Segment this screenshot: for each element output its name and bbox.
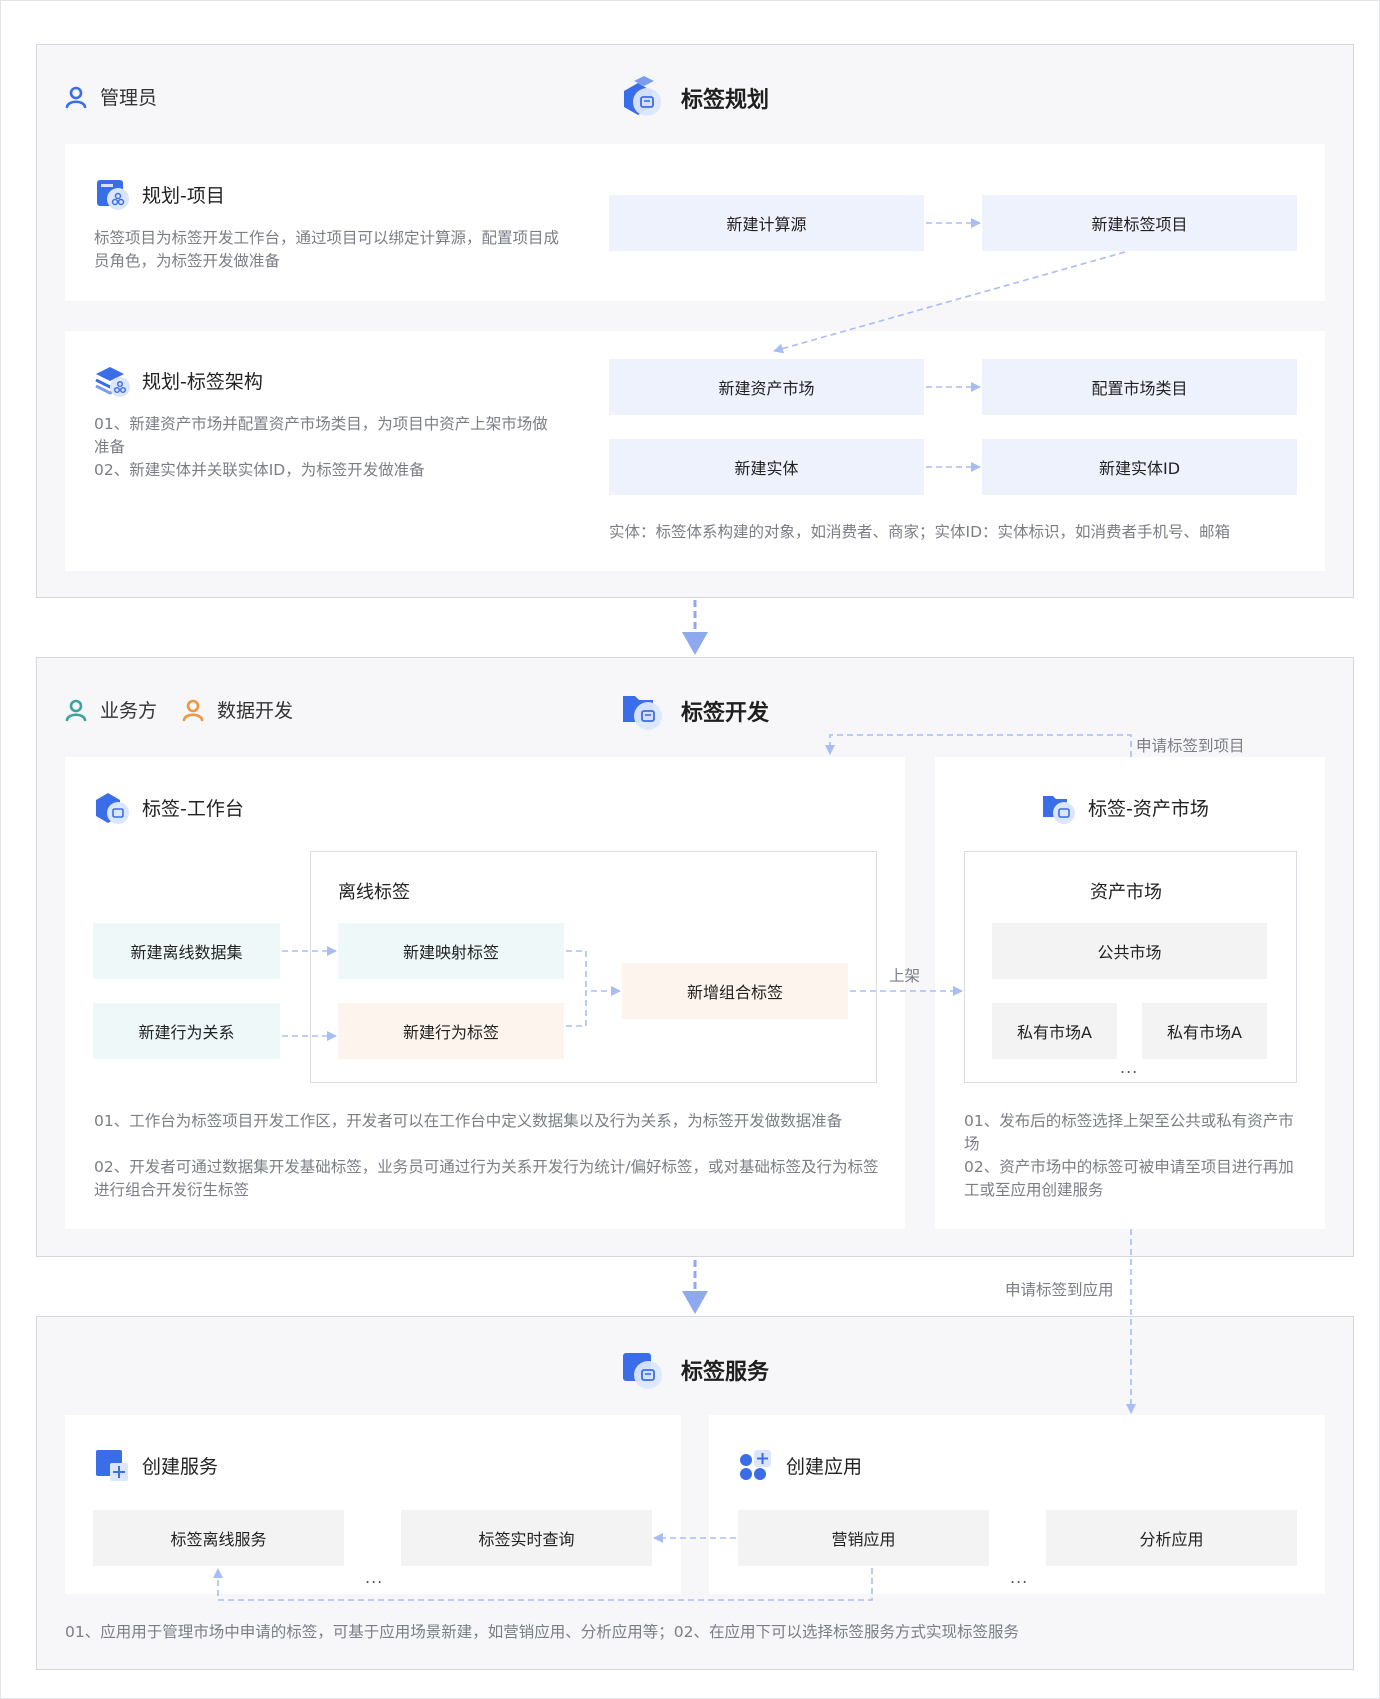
workbench-desc-1: 01、工作台为标签项目开发工作区，开发者可以在工作台中定义数据集以及行为关系，为… xyxy=(94,1112,843,1130)
node-tag-realtime-query[interactable]: 标签实时查询 xyxy=(401,1510,652,1566)
node-new-behavior-tag[interactable]: 新建行为标签 xyxy=(338,1003,564,1059)
workbench-panel-title: 标签-工作台 xyxy=(94,788,244,826)
planning-title: 标签规划 xyxy=(681,88,770,113)
node-analysis-app[interactable]: 分析应用 xyxy=(1046,1510,1297,1566)
role-data-dev-label: 数据开发 xyxy=(217,700,294,722)
add-service-icon xyxy=(96,1450,128,1481)
layers-icon xyxy=(95,367,130,397)
node-private-market-a[interactable]: 私有市场A xyxy=(992,1003,1117,1059)
asset-market-title-text: 标签-资产市场 xyxy=(1088,797,1209,820)
workbench-icon xyxy=(96,793,129,824)
market-desc-1: 01、发布后的标签选择上架至公共或私有资产市场 xyxy=(964,1112,1294,1153)
node-public-market[interactable]: 公共市场 xyxy=(992,923,1267,979)
architecture-desc-1: 01、新建资产市场并配置资产市场类目，为项目中资产上架市场做准备 xyxy=(94,415,548,456)
workbench-title-text: 标签-工作台 xyxy=(142,797,244,820)
create-app-title-text: 创建应用 xyxy=(786,1455,863,1478)
node-config-market-category[interactable]: 配置市场类目 xyxy=(982,359,1297,415)
create-app-panel-title: 创建应用 xyxy=(738,1446,862,1484)
service-note: 01、应用用于管理市场中申请的标签，可基于应用场景新建，如营销应用、分析应用等；… xyxy=(65,1623,1019,1641)
node-tag-offline-service[interactable]: 标签离线服务 xyxy=(93,1510,344,1566)
market-ellipsis: ... xyxy=(1120,1058,1139,1077)
node-marketing-app[interactable]: 营销应用 xyxy=(738,1510,989,1566)
node-private-market-b[interactable]: 私有市场A xyxy=(1142,1003,1267,1059)
tag-service-icon xyxy=(623,1353,662,1389)
node-new-offline-dataset[interactable]: 新建离线数据集 xyxy=(93,923,280,979)
create-service-title-text: 创建服务 xyxy=(142,1455,219,1478)
asset-market-box-title: 资产市场 xyxy=(1090,882,1162,903)
architecture-title-text: 规划-标签架构 xyxy=(142,370,263,393)
node-new-entity-id[interactable]: 新建实体ID xyxy=(982,439,1297,495)
node-new-mapping-tag[interactable]: 新建映射标签 xyxy=(338,923,564,979)
offline-tag-box-title: 离线标签 xyxy=(338,882,410,903)
project-title-text: 规划-项目 xyxy=(142,184,225,207)
workbench-desc-2: 02、开发者可通过数据集开发基础标签，业务员可通过行为关系开发行为统计/偏好标签… xyxy=(94,1158,879,1199)
market-icon xyxy=(1043,796,1075,824)
entity-note: 实体：标签体系构建的对象，如消费者、商家；实体ID：实体标识，如消费者手机号、邮… xyxy=(609,523,1231,541)
app-ellipsis: ... xyxy=(1010,1568,1029,1587)
apply-to-project-label: 申请标签到项目 xyxy=(1136,737,1245,755)
role-business: 业务方 xyxy=(64,696,157,723)
service-ellipsis: ... xyxy=(365,1568,384,1587)
node-new-tag-project[interactable]: 新建标签项目 xyxy=(982,195,1297,251)
development-title: 标签开发 xyxy=(681,701,770,726)
architecture-desc-2: 02、新建实体并关联实体ID，为标签开发做准备 xyxy=(94,461,425,479)
tag-cube-icon xyxy=(624,76,661,116)
role-data-dev: 数据开发 xyxy=(181,696,293,723)
role-admin: 管理员 xyxy=(64,83,157,110)
node-new-asset-market[interactable]: 新建资产市场 xyxy=(609,359,924,415)
add-app-icon xyxy=(740,1450,771,1480)
user-icon xyxy=(182,699,204,721)
planning-title-icon xyxy=(620,73,666,123)
role-business-label: 业务方 xyxy=(100,700,158,722)
asset-market-panel-title: 标签-资产市场 xyxy=(1040,788,1209,826)
service-title-icon xyxy=(620,1345,666,1395)
role-admin-label: 管理员 xyxy=(100,87,158,109)
apply-to-app-label: 申请标签到应用 xyxy=(1005,1281,1114,1299)
node-new-behavior-relation[interactable]: 新建行为关系 xyxy=(93,1003,280,1059)
user-icon xyxy=(65,86,87,108)
tag-folder-icon xyxy=(623,696,662,730)
project-panel-title: 规划-项目 xyxy=(94,175,225,213)
architecture-panel-title: 规划-标签架构 xyxy=(94,361,263,399)
service-title: 标签服务 xyxy=(681,1360,770,1385)
development-title-icon xyxy=(620,686,666,736)
create-service-panel-title: 创建服务 xyxy=(94,1446,218,1484)
user-icon xyxy=(65,699,87,721)
node-new-combo-tag[interactable]: 新增组合标签 xyxy=(622,963,848,1019)
node-new-compute-source[interactable]: 新建计算源 xyxy=(609,195,924,251)
project-desc: 标签项目为标签开发工作台，通过项目可以绑定计算源，配置项目成员角色，为标签开发做… xyxy=(94,229,560,270)
market-desc-2: 02、资产市场中的标签可被申请至项目进行再加工或至应用创建服务 xyxy=(964,1158,1294,1199)
project-icon xyxy=(97,180,129,210)
node-new-entity[interactable]: 新建实体 xyxy=(609,439,924,495)
listing-label: 上架 xyxy=(889,967,921,985)
